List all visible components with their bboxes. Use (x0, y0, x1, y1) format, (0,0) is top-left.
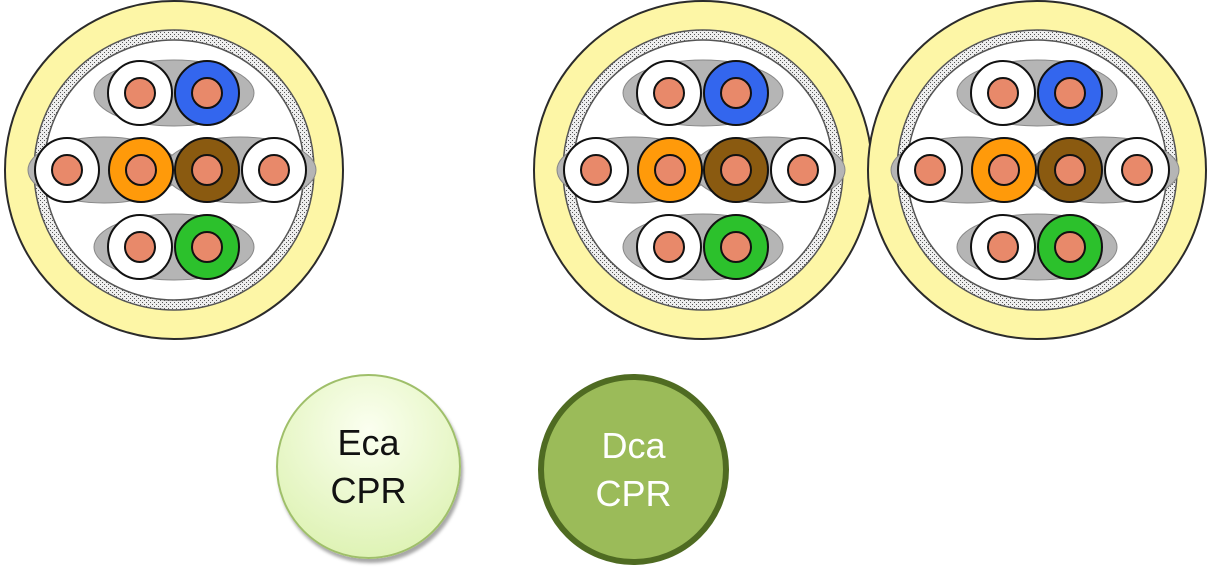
eca-cpr-badge: Eca CPR (276, 374, 461, 559)
copper-conductor (653, 231, 685, 263)
copper-conductor (988, 154, 1020, 186)
copper-conductor (191, 231, 223, 263)
copper-conductor (653, 77, 685, 109)
single-cable (4, 0, 344, 340)
copper-conductor (124, 77, 156, 109)
copper-conductor (654, 154, 686, 186)
copper-conductor (720, 154, 752, 186)
copper-conductor (720, 231, 752, 263)
copper-conductor (580, 154, 612, 186)
copper-conductor (1121, 154, 1153, 186)
double-cable-left (533, 0, 873, 340)
copper-conductor (1054, 231, 1086, 263)
dca-cpr-label: CPR (595, 472, 672, 514)
copper-conductor (51, 154, 83, 186)
copper-conductor (258, 154, 290, 186)
copper-conductor (720, 77, 752, 109)
copper-conductor (191, 154, 223, 186)
copper-conductor (987, 77, 1019, 109)
eca-label: Eca (337, 421, 400, 463)
copper-conductor (787, 154, 819, 186)
dca-label: Dca (601, 424, 666, 466)
copper-conductor (987, 231, 1019, 263)
copper-conductor (191, 77, 223, 109)
copper-conductor (125, 154, 157, 186)
copper-conductor (914, 154, 946, 186)
cable-cross-sections-diagram (4, 0, 1207, 340)
double-cable-right (867, 0, 1207, 340)
eca-cpr-label: CPR (330, 469, 407, 511)
copper-conductor (1054, 154, 1086, 186)
copper-conductor (124, 231, 156, 263)
dca-cpr-badge: Dca CPR (538, 374, 729, 565)
copper-conductor (1054, 77, 1086, 109)
